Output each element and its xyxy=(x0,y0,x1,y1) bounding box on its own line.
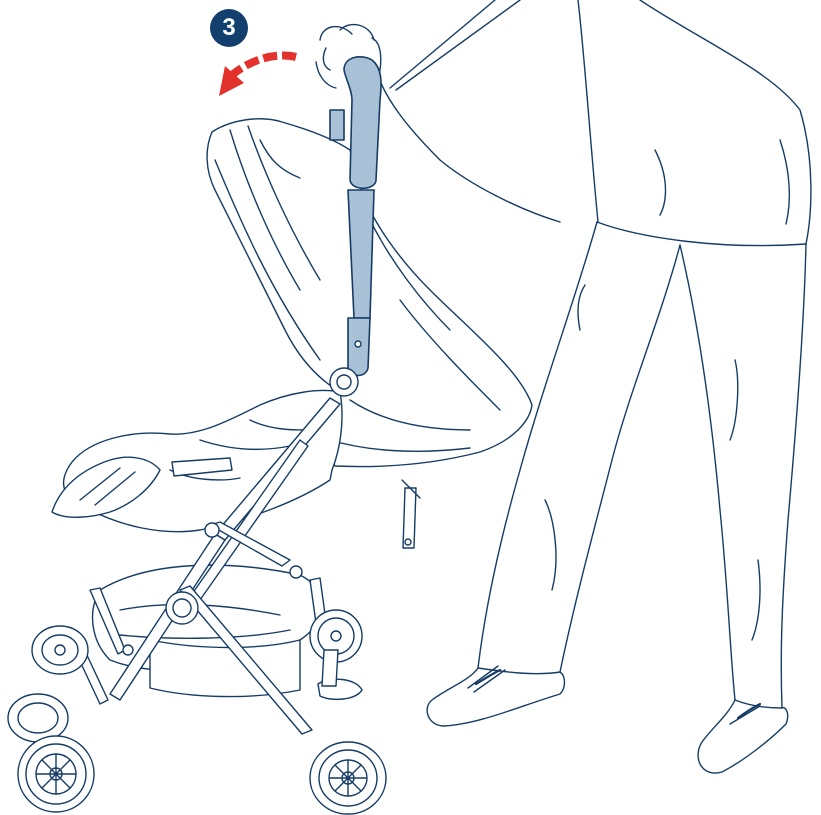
wheel-rear-left xyxy=(8,694,68,742)
fold-direction-arrow-icon xyxy=(219,56,296,96)
wheel-front-large xyxy=(18,736,94,812)
wheel-front-left xyxy=(32,626,88,674)
wheel-back-large xyxy=(310,742,386,814)
callout-pointer xyxy=(390,0,520,90)
step-number-badge: 3 xyxy=(210,9,248,47)
